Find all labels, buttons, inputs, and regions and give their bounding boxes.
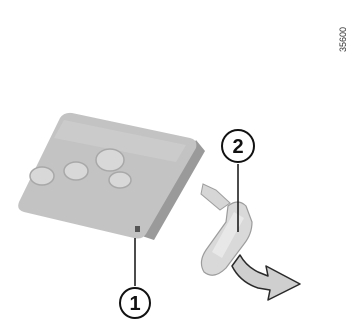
card-button-3	[96, 149, 124, 171]
card-button-1	[30, 167, 54, 185]
release-slot	[135, 226, 140, 232]
pull-arrow	[232, 255, 300, 300]
emergency-key-stub	[201, 184, 230, 210]
callout-2-label: 2	[232, 136, 243, 158]
card-button-2	[64, 162, 88, 180]
pull-arrow-shape	[232, 255, 300, 300]
callout-1: 1	[120, 238, 150, 318]
key-card	[18, 113, 205, 240]
card-button-4	[109, 172, 131, 188]
reference-code: 35600	[338, 27, 347, 52]
callout-1-label: 1	[129, 293, 140, 315]
